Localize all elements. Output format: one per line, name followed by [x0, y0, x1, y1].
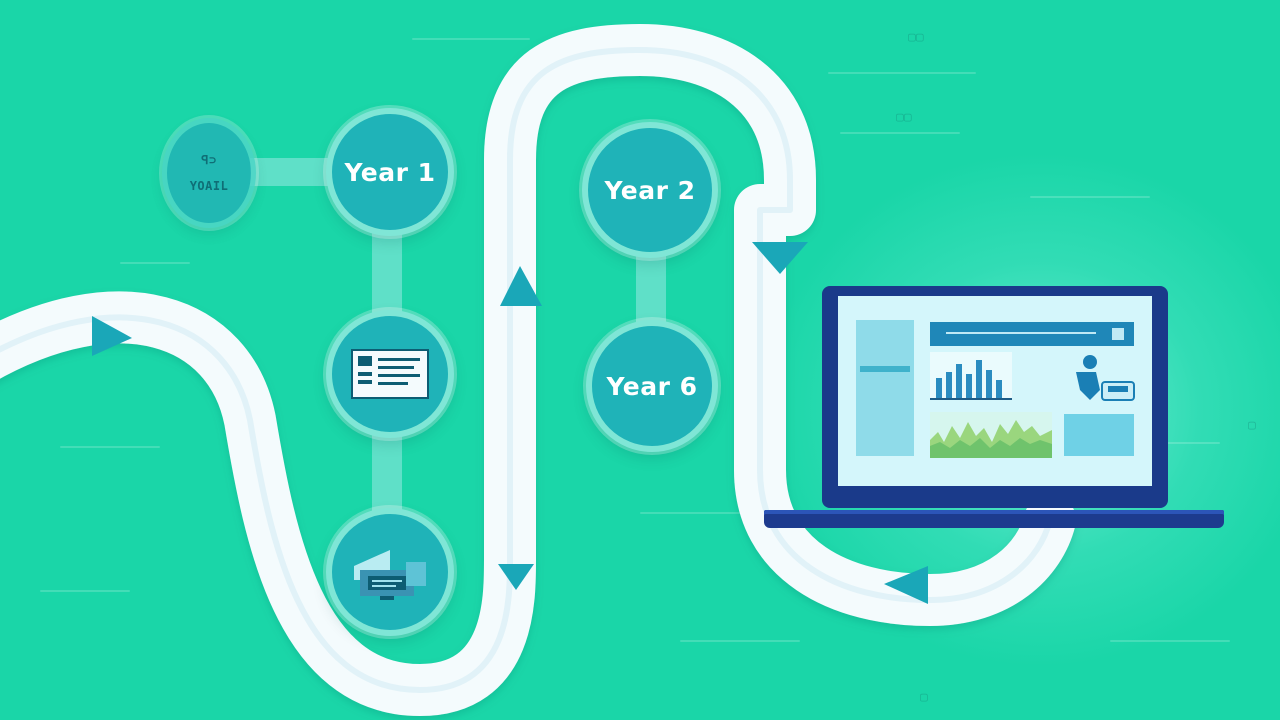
bg-line — [120, 262, 190, 264]
bg-line — [680, 640, 800, 642]
connector-start-year1 — [250, 158, 340, 186]
bg-glyph: ▢▢ — [896, 110, 912, 125]
bg-line — [840, 132, 960, 134]
bg-glyph: ▢ — [1248, 418, 1256, 433]
header-bar-line — [946, 332, 1096, 334]
bg-line — [60, 446, 160, 448]
bar-chart-icon — [930, 352, 1012, 400]
bg-line — [412, 38, 530, 40]
arrow-right-icon — [92, 316, 132, 356]
document-node[interactable] — [326, 310, 454, 438]
bg-glyph: ▢▢ — [908, 30, 924, 45]
dashboard-node[interactable] — [326, 508, 454, 636]
dashboard-icon — [354, 550, 426, 600]
laptop-base — [764, 510, 1224, 528]
year-1-label: Year 1 — [344, 157, 436, 187]
sidebar-panel — [856, 320, 914, 456]
person-icon — [1076, 355, 1135, 401]
bg-glyph: ▢ — [920, 690, 928, 705]
start-node-label: YOAIL — [189, 179, 229, 193]
bg-line — [828, 72, 976, 74]
year-2-node[interactable]: Year 2 — [582, 122, 718, 258]
sidebar-highlight — [860, 366, 910, 372]
start-node[interactable]: ꟼ⊃ YOAIL — [162, 118, 256, 228]
bg-line — [1110, 640, 1230, 642]
year-6-label: Year 6 — [606, 371, 698, 401]
arrow-up-icon — [500, 266, 542, 306]
area-chart-icon — [930, 412, 1052, 458]
header-bar-dot — [1112, 328, 1124, 340]
summary-panel — [1064, 414, 1134, 456]
arrow-down-icon — [498, 564, 534, 590]
header-bar — [930, 322, 1134, 346]
year-2-label: Year 2 — [604, 175, 696, 205]
start-node-top-text: ꟼ⊃ — [201, 153, 217, 167]
document-icon — [351, 349, 429, 399]
arrow-left-icon — [884, 566, 928, 604]
year-6-node[interactable]: Year 6 — [586, 320, 718, 452]
road-inner-shade — [0, 47, 1053, 693]
year-1-node[interactable]: Year 1 — [326, 108, 454, 236]
bg-line — [1030, 196, 1150, 198]
bg-line — [40, 590, 130, 592]
bg-line — [640, 512, 750, 514]
arrow-down-icon — [752, 242, 808, 274]
